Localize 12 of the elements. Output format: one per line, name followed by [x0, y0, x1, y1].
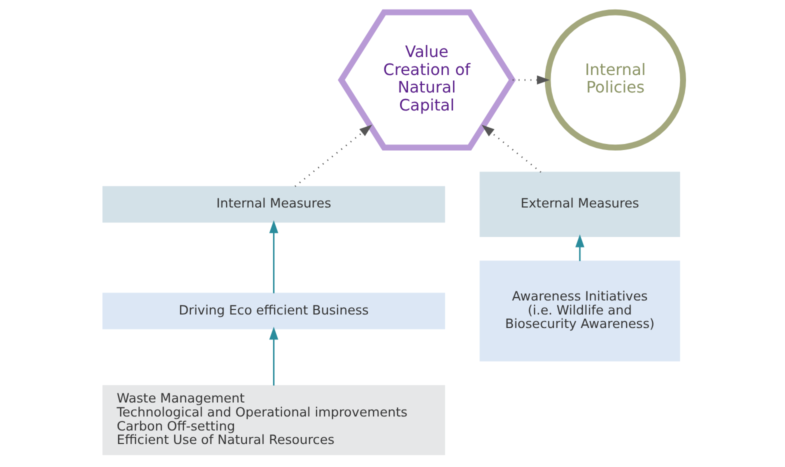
arrow — [268, 220, 278, 294]
node-box: Driving Eco efficient Business — [102, 292, 445, 330]
node-box: Waste Management Technological and Operational improvements Carbon Off-setting Efficient Use of Natural Resources — [102, 385, 445, 456]
arrow — [294, 124, 372, 187]
arrow — [268, 326, 278, 386]
node-box: External Measures — [479, 172, 680, 237]
arrow — [481, 124, 541, 173]
arrow — [512, 75, 550, 84]
node-circle: Internal Policies — [544, 9, 686, 151]
arrow — [574, 234, 584, 262]
node-box: Awareness Initiatives (i.e. Wildlife and Biosecurity Awareness) — [479, 260, 680, 362]
node-box: Internal Measures — [102, 186, 445, 223]
